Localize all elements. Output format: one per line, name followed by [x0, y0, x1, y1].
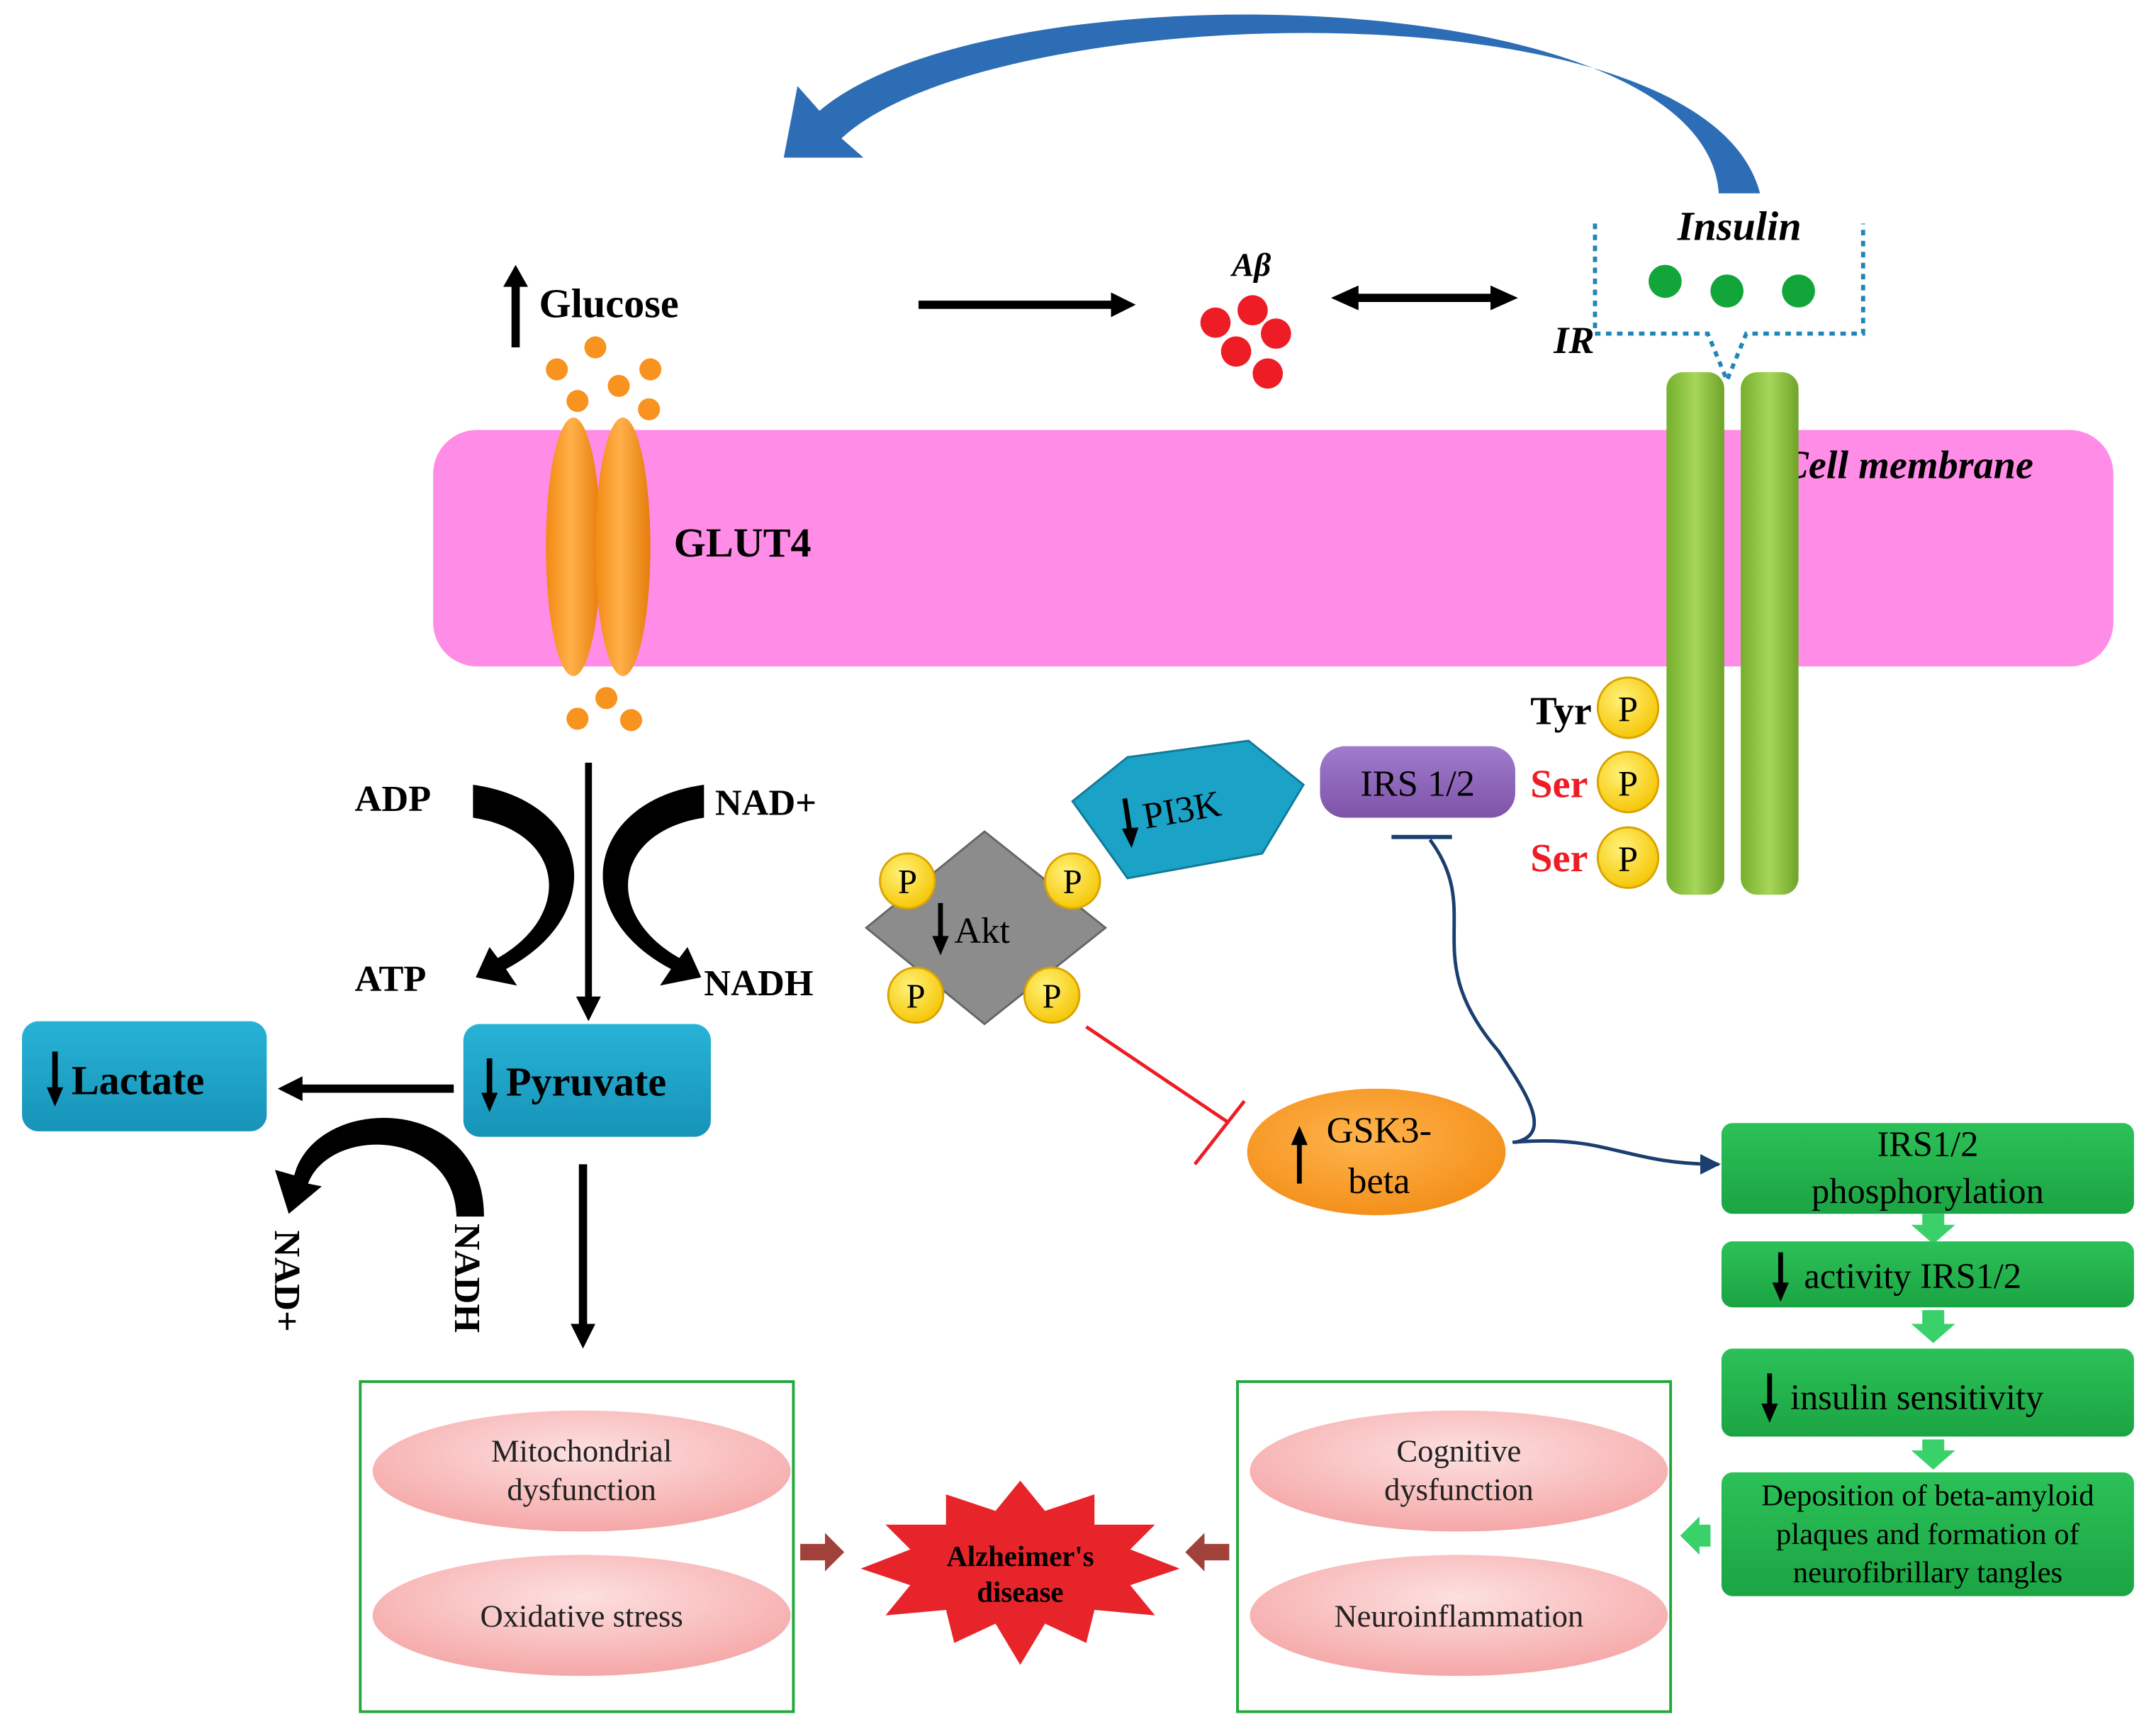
- akt-phospho-sites: [879, 852, 1101, 1024]
- akt-phospho-label-1: P: [898, 863, 917, 901]
- glucose-increase-arrow: [503, 264, 528, 348]
- green-arrow-left: [1680, 1516, 1711, 1555]
- nadh-to-nad-curve: [275, 1117, 484, 1217]
- deposition-box: [1721, 1472, 2134, 1596]
- nadh-side-label: NADH: [447, 1224, 488, 1333]
- pyruvate-down-arrow: [571, 1164, 596, 1349]
- insulin-sensitivity-decrease-arrow: [1761, 1373, 1778, 1423]
- insulin-sensitivity-label: insulin sensitivity: [1790, 1377, 2044, 1417]
- pyruvate-label: Pyruvate: [506, 1058, 666, 1104]
- insulin-sensitivity-box: [1721, 1348, 2134, 1437]
- gsk3-increase-arrow: [1291, 1126, 1308, 1184]
- oxidative-stress-node: [372, 1555, 791, 1677]
- feedback-arrow: [783, 14, 1761, 194]
- mitochondrial-dysfunction-node: [372, 1410, 791, 1532]
- receptor-phospho-sites: [1596, 676, 1660, 889]
- atp-label: ATP: [355, 958, 427, 1000]
- lactate-label: Lactate: [72, 1057, 204, 1103]
- mitochondrial-line1: Mitochondrial: [491, 1433, 672, 1468]
- irs12-label: IRS 1/2: [1360, 763, 1475, 804]
- green-arrow-3: [1911, 1439, 1955, 1470]
- ser-phospho-label-1: P: [1618, 763, 1638, 803]
- right-panel-to-ad-arrow: [1185, 1533, 1230, 1572]
- lactate-decrease-arrow: [46, 1051, 64, 1107]
- ser-label-2: Ser: [1530, 836, 1588, 880]
- nad-plus-side-label: NAD+: [266, 1231, 308, 1332]
- pyruvate-to-lactate-arrow: [277, 1076, 454, 1102]
- glycolysis-arrows: [473, 762, 704, 1022]
- insulin-molecules: [1649, 264, 1815, 308]
- glucose-label: Glucose: [539, 280, 679, 326]
- tyr-phospho-label: P: [1618, 690, 1638, 729]
- irs12-box: [1320, 746, 1515, 818]
- pyruvate-box: [463, 1024, 712, 1137]
- alzheimers-line2: disease: [977, 1576, 1063, 1608]
- akt-label: Akt: [954, 910, 1010, 951]
- green-arrow-1: [1911, 1214, 1955, 1244]
- insulin-receptor: [1666, 371, 1799, 895]
- alzheimers-disease-node: [860, 1480, 1180, 1665]
- cognitive-dysfunction-node: [1250, 1410, 1668, 1532]
- neuroinflammation-label: Neuroinflammation: [1334, 1598, 1583, 1633]
- insulin-receptor-binding-site: [1593, 223, 1865, 386]
- gsk3-label-line1: GSK3-: [1327, 1109, 1432, 1151]
- abeta-insulin-double-arrow: [1330, 285, 1518, 310]
- activity-irs-box: [1721, 1241, 2134, 1308]
- intracellular-glucose: [566, 687, 643, 732]
- irs-phosphorylation-box: [1721, 1123, 2134, 1214]
- alzheimers-line1: Alzheimer's: [946, 1540, 1094, 1572]
- akt-phospho-label-3: P: [906, 978, 926, 1015]
- deposition-line1: Deposition of beta-amyloid: [1761, 1479, 2094, 1513]
- insulin-label: Insulin: [1677, 203, 1802, 250]
- akt-phospho-label-4: P: [1043, 978, 1062, 1015]
- akt-inhibits-gsk3: [1085, 1025, 1246, 1165]
- irs-phosphorylation-line2: phosphorylation: [1812, 1171, 2044, 1211]
- akt-decrease-arrow: [932, 902, 949, 956]
- pi3k-decrease-arrow: [1122, 798, 1139, 849]
- oxidative-stress-label: Oxidative stress: [481, 1598, 683, 1633]
- abeta-aggregate: [1200, 295, 1291, 389]
- cell-membrane-label: Cell membrane: [1782, 443, 2033, 487]
- left-panel-to-ad-arrow: [800, 1533, 845, 1572]
- activity-decrease-arrow: [1772, 1252, 1790, 1302]
- deposition-line3: neurofibrillary tangles: [1793, 1556, 2062, 1589]
- glut4-label: GLUT4: [674, 520, 812, 566]
- deposition-line2: plaques and formation of: [1776, 1518, 2080, 1551]
- nad-plus-label: NAD+: [715, 783, 816, 824]
- akt-phospho-label-2: P: [1063, 863, 1082, 901]
- glut4-transporter: [546, 417, 651, 676]
- gsk3-inhibits-irs12: [1428, 839, 1537, 1144]
- mitochondrial-line2: dysfunction: [507, 1472, 656, 1507]
- glucose-molecules: [546, 336, 662, 420]
- adp-label: ADP: [355, 778, 432, 819]
- nadh-label: NADH: [704, 963, 813, 1004]
- gsk3-label-line2: beta: [1348, 1160, 1410, 1202]
- tyr-label: Tyr: [1530, 690, 1591, 734]
- green-arrow-2: [1911, 1310, 1955, 1343]
- cognitive-line1: Cognitive: [1396, 1433, 1521, 1468]
- gsk3-to-irs-phosphorylation-arrow: [1512, 1138, 1721, 1175]
- neuroinflammation-node: [1250, 1555, 1668, 1677]
- cognitive-line2: dysfunction: [1384, 1472, 1534, 1507]
- irs-phosphorylation-line1: IRS1/2: [1877, 1124, 1978, 1164]
- ir-label: IR: [1553, 319, 1594, 362]
- glucose-to-abeta-arrow: [918, 292, 1136, 318]
- ser-label-1: Ser: [1530, 762, 1588, 806]
- lactate-box: [22, 1021, 267, 1131]
- pyruvate-decrease-arrow: [481, 1058, 498, 1112]
- activity-irs-label: activity IRS1/2: [1804, 1256, 2021, 1296]
- abeta-label: Aβ: [1230, 247, 1271, 284]
- ser-phospho-label-2: P: [1618, 839, 1638, 879]
- gsk3-beta-node: [1247, 1088, 1506, 1216]
